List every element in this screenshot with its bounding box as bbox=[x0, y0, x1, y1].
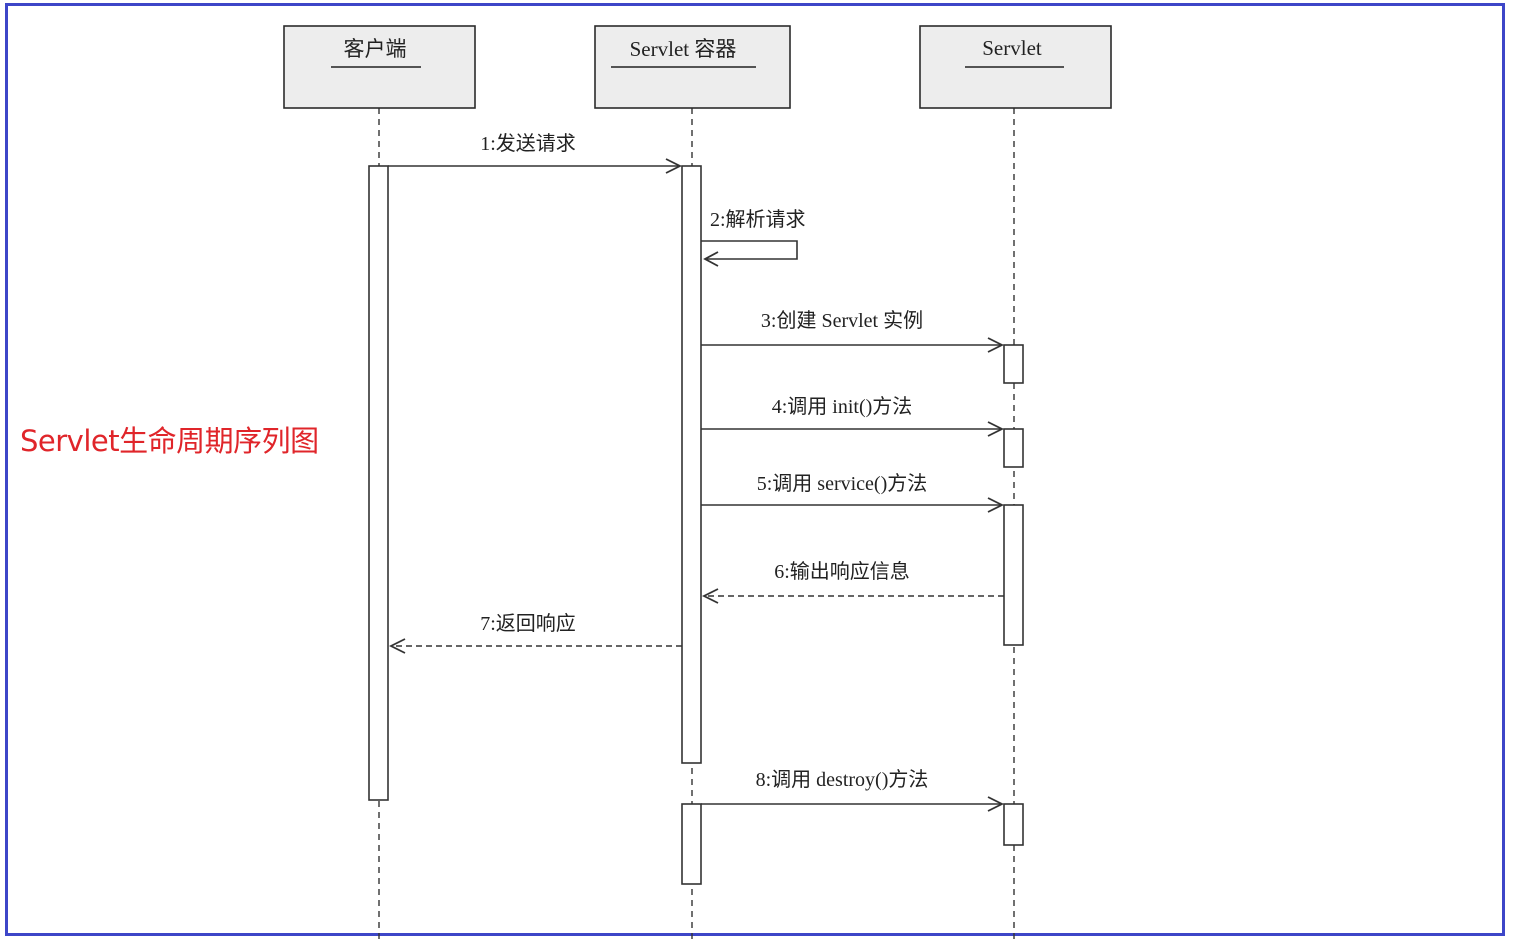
activation-servlet-service bbox=[1003, 504, 1024, 646]
message-5: 5:调用 service()方法 bbox=[701, 472, 1005, 513]
message-4: 4:调用 init()方法 bbox=[701, 395, 1005, 437]
activation-servlet-destroy bbox=[1003, 803, 1024, 846]
message-2: 2:解析请求 bbox=[701, 208, 806, 267]
activation-servlet-init bbox=[1003, 428, 1024, 468]
lifeline-head-servlet-label: Servlet bbox=[982, 36, 1042, 60]
message-2-label: 2:解析请求 bbox=[710, 208, 806, 231]
message-6: 6:输出响应信息 bbox=[701, 560, 1004, 604]
diagram-frame bbox=[5, 3, 1505, 936]
lifeline-head-container: Servlet 容器 bbox=[594, 25, 791, 109]
activation-container-2 bbox=[681, 803, 702, 885]
message-8-label: 8:调用 destroy()方法 bbox=[756, 768, 929, 791]
message-4-label: 4:调用 init()方法 bbox=[772, 395, 913, 418]
message-6-label: 6:输出响应信息 bbox=[774, 560, 910, 583]
diagram-title: Servlet生命周期序列图 bbox=[20, 424, 319, 458]
activation-client bbox=[368, 165, 389, 801]
message-5-label: 5:调用 service()方法 bbox=[757, 472, 928, 495]
message-1-label: 1:发送请求 bbox=[480, 132, 576, 155]
lifeline-head-container-label: Servlet 容器 bbox=[630, 37, 737, 61]
lifeline-head-client-label: 客户端 bbox=[344, 37, 407, 61]
message-7-label: 7:返回响应 bbox=[480, 612, 576, 635]
activation-container-1 bbox=[681, 165, 702, 764]
message-3: 3:创建 Servlet 实例 bbox=[701, 309, 1005, 353]
message-3-label: 3:创建 Servlet 实例 bbox=[761, 309, 923, 332]
activation-servlet-create bbox=[1003, 344, 1024, 384]
lifeline-head-client: 客户端 bbox=[283, 25, 476, 109]
message-7: 7:返回响应 bbox=[388, 612, 682, 654]
message-8: 8:调用 destroy()方法 bbox=[701, 768, 1005, 812]
lifeline-head-servlet: Servlet bbox=[919, 25, 1112, 109]
message-1: 1:发送请求 bbox=[388, 132, 683, 174]
